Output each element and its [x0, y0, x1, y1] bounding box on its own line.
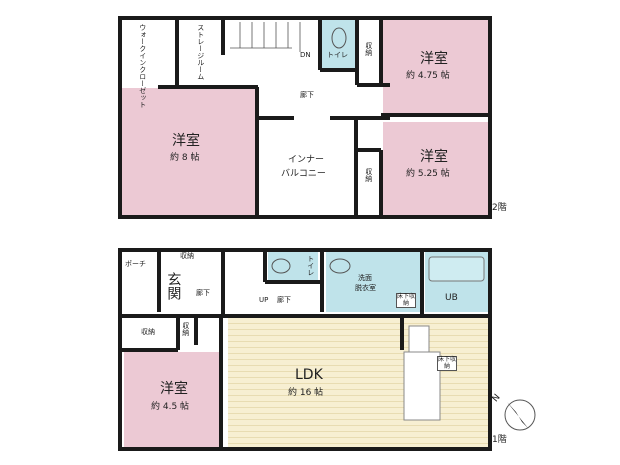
label-room-45-name: 洋室 — [160, 381, 188, 397]
label-storage-1f-small: 収納 — [181, 322, 190, 336]
toilet-bowl-icon-1f — [271, 258, 291, 274]
label-walk-in-closet: ウォークインクローゼット — [138, 24, 147, 108]
label-room-c-name: 洋室 — [420, 149, 448, 165]
stove — [408, 325, 430, 353]
label-storage-1f-left: 収納 — [141, 328, 155, 336]
label-storage-2f-1: 収納 — [364, 42, 373, 56]
label-entrance: 玄関 — [165, 272, 182, 300]
label-ldk-size: 約 16 帖 — [288, 388, 324, 398]
label-inner-balcony-1: インナー — [288, 155, 325, 165]
sink-icon — [329, 258, 351, 274]
label-room-45-size: 約 4.5 帖 — [151, 402, 190, 412]
label-toilet-2f: トイレ — [327, 51, 348, 59]
label-room-b-size: 約 8 帖 — [170, 153, 200, 163]
bathtub — [428, 256, 485, 282]
label-bath: UB — [445, 293, 458, 303]
floor-2 — [118, 16, 492, 219]
compass-icon — [504, 399, 536, 431]
stairs-2f — [230, 22, 301, 52]
floor-1 — [118, 248, 536, 451]
label-inner-balcony-2: バルコニー — [281, 169, 326, 179]
label-storage-1f-top: 収納 — [180, 252, 194, 260]
room-western-45 — [124, 352, 220, 447]
room-western-475 — [383, 20, 488, 116]
room-western-8 — [122, 88, 256, 215]
room-toilet-1f — [268, 252, 318, 280]
label-underfloor-1: 床下収納 — [396, 293, 416, 309]
label-corridor-1f-2: 廊下 — [277, 296, 291, 304]
label-underfloor-2: 床下収納 — [437, 356, 457, 372]
label-storage-2f-2: 収納 — [364, 168, 373, 182]
label-floor-1: 1階 — [492, 435, 507, 445]
label-up: UP — [259, 296, 269, 304]
room-ldk — [228, 318, 488, 447]
walls-1f — [118, 248, 492, 451]
label-corridor-1f-1: 廊下 — [196, 289, 210, 297]
room-toilet-2f — [322, 20, 356, 68]
label-storage-room: ストレージルーム — [196, 24, 205, 80]
room-western-525 — [383, 122, 488, 215]
label-room-c-size: 約 5.25 帖 — [406, 169, 450, 179]
toilet-bowl-icon — [331, 27, 347, 49]
walls-2f — [118, 16, 492, 219]
label-washroom-1: 洗面 — [358, 274, 372, 282]
label-down: DN — [300, 51, 311, 59]
kitchen-counter — [403, 351, 441, 421]
label-porch: ポーチ — [125, 260, 146, 268]
label-room-a-name: 洋室 — [420, 51, 448, 67]
label-washroom-2: 脱衣室 — [355, 284, 376, 292]
label-room-a-size: 約 4.75 帖 — [406, 71, 450, 81]
label-room-b-name: 洋室 — [172, 133, 200, 149]
label-floor-2: 2階 — [492, 203, 507, 213]
label-corridor-2f: 廊下 — [300, 91, 314, 99]
room-walk-in-closet — [122, 20, 176, 86]
compass-needle — [507, 402, 528, 428]
label-toilet-1f: トイレ — [306, 255, 315, 276]
label-ldk-name: LDK — [295, 367, 323, 383]
